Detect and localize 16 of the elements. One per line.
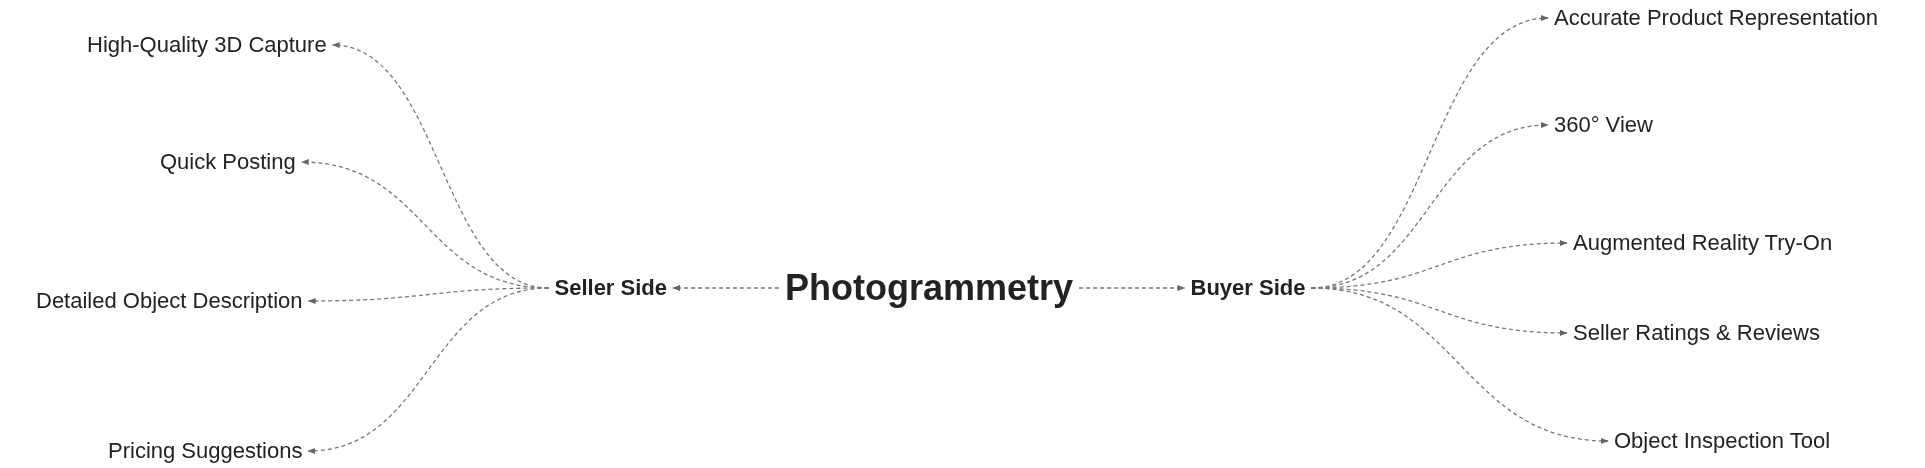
central-topic: Photogrammetry xyxy=(785,266,1074,310)
leaf-topic: Accurate Product Representation xyxy=(1554,4,1879,32)
dashed-arrow xyxy=(307,287,550,454)
leaf-topic: Augmented Reality Try-On xyxy=(1573,229,1833,257)
leaf-topic: Pricing Suggestions xyxy=(108,437,303,465)
leaf-topic: 360° View xyxy=(1554,111,1653,139)
branch-topic: Buyer Side xyxy=(1190,274,1306,302)
leaf-topic: Object Inspection Tool xyxy=(1614,427,1831,455)
leaf-topic: High-Quality 3D Capture xyxy=(87,31,327,59)
leaf-topic: Quick Posting xyxy=(160,148,296,176)
branch-topic: Seller Side xyxy=(554,274,667,302)
dashed-arrow xyxy=(1078,284,1186,292)
leaf-topic: Detailed Object Description xyxy=(36,287,303,315)
leaf-topic: Seller Ratings & Reviews xyxy=(1573,319,1820,347)
dashed-arrow xyxy=(672,284,780,292)
dashed-arrow xyxy=(1310,287,1609,444)
